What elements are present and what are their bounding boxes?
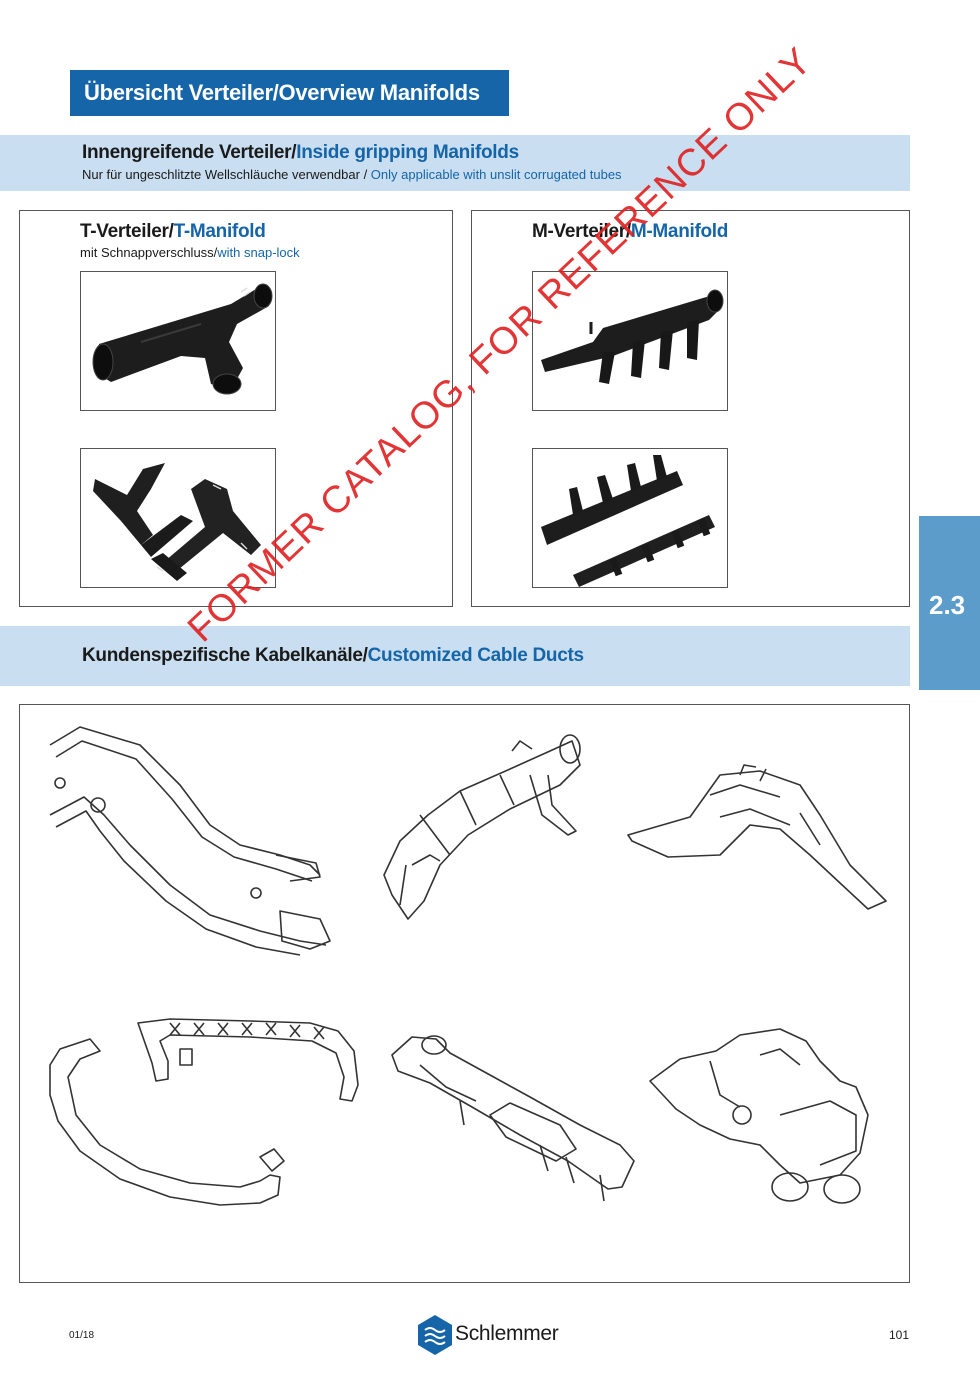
cable-duct-drawing-5 [391, 1035, 635, 1202]
t-manifold-photo-open [80, 448, 276, 588]
cable-duct-drawing-2 [383, 734, 581, 920]
chapter-tab-label: 2.3 [929, 590, 966, 620]
cable-duct-drawing-1 [49, 726, 331, 956]
section-subheading-manifolds: Nur für ungeschlitzte Wellschläuche verw… [82, 167, 622, 182]
section-band-manifolds: Innengreifende Verteiler/Inside gripping… [0, 135, 910, 191]
t-manifold-title: T-Verteiler/T-Manifold [80, 221, 266, 242]
t-manifold-subtitle: mit Schnappverschluss/with snap-lock [80, 245, 300, 260]
m-manifold-photo-assembled [532, 271, 728, 411]
section-heading-cable-ducts: Kundenspezifische Kabelkanäle/Customized… [82, 645, 584, 666]
brand-hexagon-icon [418, 1315, 452, 1355]
page-title: Übersicht Verteiler/Overview Manifolds [70, 70, 509, 116]
section-band-cable-ducts: Kundenspezifische Kabelkanäle/Customized… [0, 626, 910, 686]
cable-duct-drawing-6 [649, 1028, 869, 1204]
m-manifold-photo-open [532, 448, 728, 588]
cable-ducts-panel [19, 704, 910, 1283]
section-heading-manifolds: Innengreifende Verteiler/Inside gripping… [82, 142, 519, 163]
footer-date: 01/18 [69, 1330, 95, 1341]
cable-duct-drawing-4 [49, 1018, 359, 1206]
m-manifold-panel: M-Verteiler/M-Manifold [471, 210, 910, 607]
chapter-tab: 2.3 [919, 516, 980, 690]
page-number: 101 [889, 1328, 910, 1342]
brand-name: Schlemmer [455, 1322, 559, 1345]
cable-duct-drawing-3 [627, 764, 887, 910]
cable-duct-drawings [49, 726, 887, 1206]
t-manifold-panel: T-Verteiler/T-Manifold mit Schnappversch… [19, 210, 453, 607]
m-manifold-title: M-Verteiler/M-Manifold [532, 221, 729, 242]
t-manifold-photo-assembled [80, 271, 276, 411]
brand-logo: Schlemmer [416, 1314, 576, 1356]
